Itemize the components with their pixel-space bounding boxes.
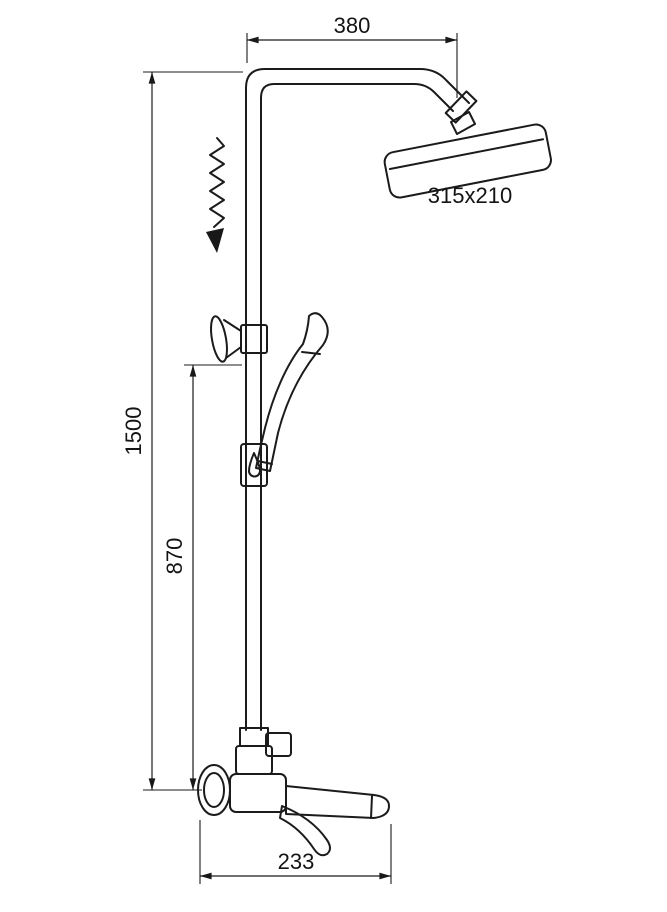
dim-label-top-width: 380 — [334, 13, 371, 38]
diverter-knob — [265, 732, 292, 757]
dim-top-width: 380 — [246, 13, 458, 98]
dim-label-total-height: 1500 — [121, 407, 146, 456]
shower-head — [383, 123, 552, 199]
head-connector — [444, 90, 478, 135]
dim-spout-width: 233 — [199, 820, 392, 884]
dim-label-spout-width: 233 — [278, 849, 315, 874]
dim-bracket-height: 870 — [162, 364, 242, 790]
hand-shower — [255, 312, 329, 472]
dim-head-size: 315x210 — [428, 183, 512, 208]
mixer-body — [229, 727, 287, 813]
lever-handle — [279, 805, 331, 857]
dim-label-head-size: 315x210 — [428, 183, 512, 208]
dim-label-bracket-height: 870 — [162, 538, 187, 575]
dim-total-height: 1500 — [121, 71, 243, 791]
flow-arrowhead-icon — [206, 228, 224, 253]
hand-shower-holder — [210, 315, 268, 363]
wall-flange — [197, 764, 231, 816]
flow-direction-arrow — [206, 137, 225, 253]
riser-pipe — [245, 68, 470, 731]
slider-clamp — [240, 443, 268, 487]
spout — [285, 785, 390, 819]
